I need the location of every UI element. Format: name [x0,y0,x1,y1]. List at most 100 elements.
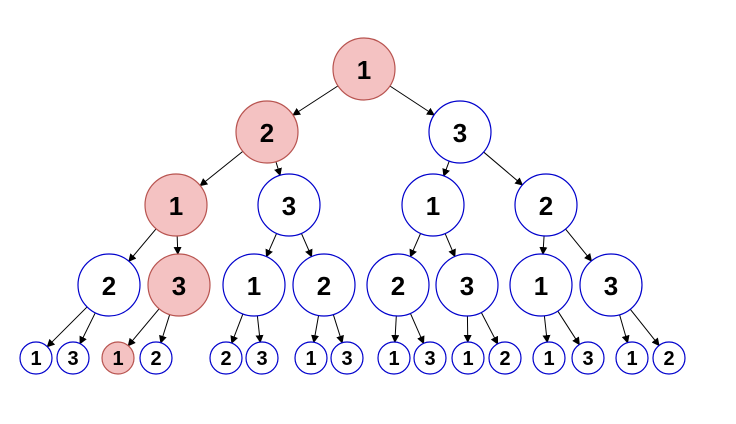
tree-node-circle [330,341,364,375]
tree-edge-arrow [311,315,320,344]
tree-node-level-4-11: 2 [488,341,522,375]
tree-edge-arrow [557,310,580,346]
tree-node-level-4-15: 2 [652,341,686,375]
tree-node-label: 1 [462,348,473,370]
tree-node-level-3-5: 3 [435,253,499,317]
tree-node-label: 3 [453,118,467,148]
tree-edge-arrow [444,233,456,258]
tree-node-level-4-14: 1 [615,341,649,375]
tree-node-label: 1 [305,348,316,370]
tree-node-level-0-0: 1 [332,37,396,101]
tree-edge-arrow [539,235,548,256]
tree-node-circle-highlighted [235,100,299,164]
tree-node-circle [292,253,356,317]
tree-node-label: 2 [539,191,553,221]
tree-node-level-4-3: 2 [139,341,173,375]
tree-node-label: 2 [260,118,274,148]
tree-node-label: 3 [582,348,593,370]
tree-node-label: 3 [67,348,78,370]
tree-node-level-2-2: 1 [401,173,465,237]
tree-node-label: 1 [626,348,637,370]
tree-edge-arrow [159,314,171,344]
tree-node-label: 1 [112,348,123,370]
tree-node-level-4-8: 1 [377,341,411,375]
tree-edge-arrow [79,312,96,345]
tree-node-level-4-13: 3 [571,341,605,375]
tree-node-label: 2 [663,348,674,370]
tree-node-level-4-9: 3 [413,341,447,375]
tree-node-circle [488,341,522,375]
tree-edge-arrow [389,85,435,116]
tree-edge-arrow [128,228,157,263]
tree-edge-arrow [255,315,264,344]
tree-node-label: 3 [172,271,186,301]
tree-node-label: 1 [388,348,399,370]
tree-node-level-4-0: 1 [19,341,53,375]
tree-node-level-4-5: 3 [245,341,279,375]
tree-node-level-2-0: 1 [144,173,208,237]
tree-edge-arrow [409,313,425,345]
tree-node-circle [56,341,90,375]
tree-node-level-3-4: 2 [366,253,430,317]
tree-node-label: 3 [256,348,267,370]
tree-edge-arrow [300,233,313,258]
tree-edge-arrow [483,151,524,186]
tree-node-level-1-1: 3 [428,100,492,164]
tree-node-circle [571,341,605,375]
tree-node-label: 3 [282,191,296,221]
tree-node-level-3-1: 3 [147,253,211,317]
tree-node-level-3-6: 1 [509,253,573,317]
tree-edge-arrow [332,314,344,344]
tree-edge-arrow [480,312,499,345]
tree-node-circle [139,341,173,375]
tree-edge-arrow [629,308,660,347]
tree-node-circle [77,253,141,317]
tree-edge-arrow [127,308,160,347]
tree-node-label: 1 [357,55,371,85]
tree-node-label: 3 [341,348,352,370]
tree-edge-arrow [274,161,282,177]
tree-node-label: 2 [220,348,231,370]
tree-node-label: 1 [534,271,548,301]
tree-node-level-4-7: 3 [330,341,364,375]
tree-node-level-3-7: 3 [579,253,643,317]
tree-node-label: 1 [30,348,41,370]
tree-edge-arrow [409,233,422,258]
tree-node-circle-highlighted [147,253,211,317]
tree-edge-arrow [230,313,244,344]
tree-node-circle [509,253,573,317]
tree-node-level-4-12: 1 [532,341,566,375]
tree-node-circle [435,253,499,317]
tree-node-circle [257,173,321,237]
tree-node-level-4-10: 1 [451,341,485,375]
tree-edge-arrow [565,228,593,262]
tree-node-circle-highlighted [332,37,396,101]
tree-node-circle [222,253,286,317]
tree-node-label: 2 [499,348,510,370]
tree-edges [46,85,660,348]
tree-node-circle [532,341,566,375]
tree-node-circle [366,253,430,317]
tree-node-circle [615,341,649,375]
tree-edge-arrow [391,315,400,344]
tree-node-label: 2 [391,271,405,301]
tree-node-label: 1 [426,191,440,221]
tree-edge-arrow [442,160,450,177]
tree-node-circle [428,100,492,164]
tree-node-label: 2 [317,271,331,301]
tree-node-circle [652,341,686,375]
tree-node-level-4-2: 1 [101,341,135,375]
tree-edge-arrow [199,151,244,187]
tree-node-circle [451,341,485,375]
tree-node-label: 3 [460,271,474,301]
tree-node-circle [401,173,465,237]
tree-node-circle [294,341,328,375]
tree-node-label: 1 [247,271,261,301]
tree-node-circle-highlighted [144,173,208,237]
tree-node-level-3-0: 2 [77,253,141,317]
tree-node-circle-highlighted [101,341,135,375]
tree-node-level-4-6: 1 [294,341,328,375]
tree-node-level-4-1: 3 [56,341,90,375]
